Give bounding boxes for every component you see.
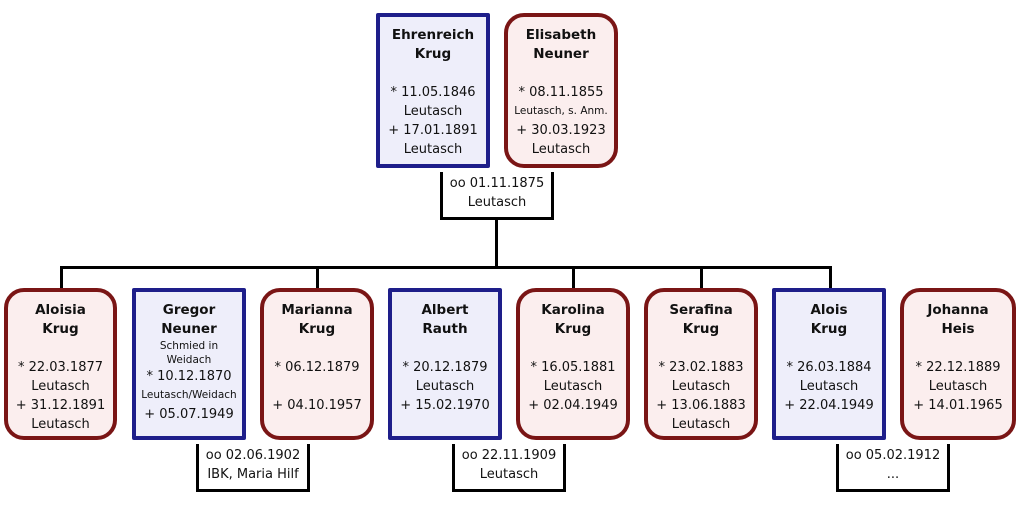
person-birth-date: * 20.12.1879 [402, 360, 488, 375]
marriage-date: oo 02.06.1902 [205, 448, 301, 463]
person-first-name: Karolina [541, 302, 605, 318]
person-death-date: + 30.03.1923 [516, 123, 606, 138]
person-box-johanna: Johanna Heis * 22.12.1889 Leutasch + 14.… [900, 288, 1016, 440]
person-last-name: Krug [42, 321, 79, 337]
person-death-date: + 04.10.1957 [272, 398, 362, 413]
marriage-place: ... [886, 467, 900, 482]
person-last-name: Neuner [533, 46, 589, 62]
person-death-place: Leutasch [531, 142, 591, 157]
person-last-name: Rauth [422, 321, 468, 337]
person-box-albert: Albert Rauth * 20.12.1879 Leutasch + 15.… [388, 288, 502, 440]
person-death-place: Leutasch [403, 142, 463, 157]
person-last-name: Krug [810, 321, 848, 337]
person-birth-place: Leutasch [543, 379, 603, 394]
marriage-box-gregor-marianna: oo 02.06.1902 IBK, Maria Hilf [196, 444, 310, 492]
person-last-name: Krug [682, 321, 720, 337]
person-first-name: Elisabeth [525, 27, 597, 43]
person-death-date: + 13.06.1883 [656, 398, 746, 413]
person-death-date: + 22.04.1949 [784, 398, 874, 413]
person-birth-date: * 16.05.1881 [530, 360, 616, 375]
person-birth-date: * 23.02.1883 [658, 360, 744, 375]
person-death-date: + 14.01.1965 [913, 398, 1003, 413]
person-death-date: + 31.12.1891 [15, 398, 106, 413]
person-birth-date: * 22.12.1889 [915, 360, 1001, 375]
person-birth-date: * 08.11.1855 [518, 85, 604, 100]
marriage-box-parents: oo 01.11.1875 Leutasch [440, 172, 554, 220]
sibling-bar [60, 266, 832, 269]
child-link-karolina [572, 266, 575, 288]
person-box-aloisia: Aloisia Krug * 22.03.1877 Leutasch + 31.… [4, 288, 117, 440]
person-birth-place: Leutasch [403, 104, 463, 119]
marriage-date: oo 01.11.1875 [449, 176, 545, 191]
child-link-alois [829, 266, 832, 288]
person-box-elisabeth: Elisabeth Neuner * 08.11.1855 Leutasch, … [504, 13, 618, 168]
person-last-name: Krug [298, 321, 336, 337]
person-last-name: Krug [554, 321, 592, 337]
person-box-karolina: Karolina Krug * 16.05.1881 Leutasch + 02… [516, 288, 630, 440]
person-birth-place: Leutasch [31, 379, 90, 394]
person-box-gregor: Gregor Neuner Schmied in Weidach * 10.12… [132, 288, 246, 440]
person-first-name: Johanna [927, 302, 989, 318]
person-death-date: + 15.02.1970 [400, 398, 490, 413]
marriage-date: oo 05.02.1912 [845, 448, 941, 463]
person-birth-place: Leutasch/Weidach [141, 389, 237, 401]
marriage-date: oo 22.11.1909 [461, 448, 557, 463]
child-link-serafina [700, 266, 703, 288]
marriage-place: IBK, Maria Hilf [207, 467, 299, 482]
person-first-name: Marianna [281, 302, 353, 318]
child-link-marianna [316, 266, 319, 288]
person-birth-date: * 10.12.1870 [146, 369, 232, 384]
person-occupation: Schmied in Weidach [159, 340, 219, 366]
person-death-date: + 02.04.1949 [528, 398, 618, 413]
marriage-place: Leutasch [467, 195, 527, 210]
person-birth-place: Leutasch, s. Anm. [514, 105, 608, 117]
person-first-name: Albert [421, 302, 469, 318]
person-death-date: + 05.07.1949 [144, 407, 234, 422]
person-birth-place: Leutasch [671, 379, 731, 394]
person-first-name: Aloisia [35, 302, 86, 318]
person-death-place: Leutasch [31, 417, 90, 432]
person-last-name: Heis [941, 321, 975, 337]
person-birth-date: * 22.03.1877 [17, 360, 104, 375]
person-first-name: Serafina [669, 302, 733, 318]
person-box-alois: Alois Krug * 26.03.1884 Leutasch + 22.04… [772, 288, 886, 440]
person-birth-place: Leutasch [415, 379, 475, 394]
person-box-ehrenreich: Ehrenreich Krug * 11.05.1846 Leutasch + … [376, 13, 490, 168]
marriage-place: Leutasch [479, 467, 539, 482]
parents-drop-line [495, 218, 498, 268]
person-box-marianna: Marianna Krug * 06.12.1879 + 04.10.1957 [260, 288, 374, 440]
person-birth-place: Leutasch [928, 379, 988, 394]
marriage-box-alois-johanna: oo 05.02.1912 ... [836, 444, 950, 492]
child-link-aloisia [60, 266, 63, 288]
marriage-box-albert-karolina: oo 22.11.1909 Leutasch [452, 444, 566, 492]
person-first-name: Gregor [162, 302, 216, 318]
person-box-serafina: Serafina Krug * 23.02.1883 Leutasch + 13… [644, 288, 758, 440]
person-first-name: Ehrenreich [391, 27, 475, 43]
person-first-name: Alois [810, 302, 848, 318]
person-last-name: Krug [414, 46, 452, 62]
person-death-date: + 17.01.1891 [388, 123, 478, 138]
person-birth-date: * 06.12.1879 [274, 360, 360, 375]
person-birth-date: * 26.03.1884 [786, 360, 872, 375]
person-birth-date: * 11.05.1846 [390, 85, 476, 100]
person-death-place: Leutasch [671, 417, 731, 432]
person-last-name: Neuner [161, 321, 217, 337]
person-birth-place: Leutasch [799, 379, 859, 394]
